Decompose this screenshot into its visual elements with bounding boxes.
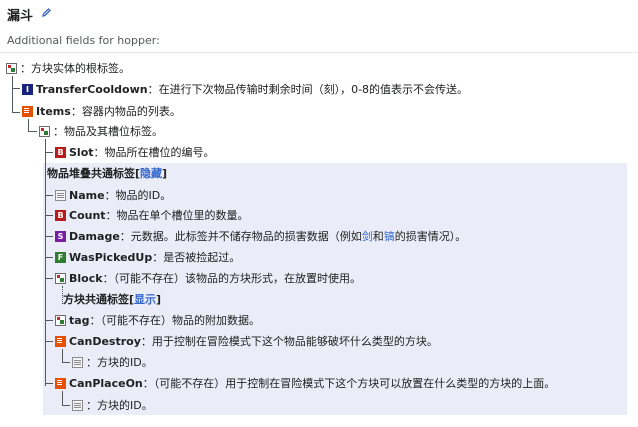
int-tag-icon: I bbox=[22, 83, 33, 95]
item-stack-common-panel bbox=[43, 163, 627, 415]
node-name: Items bbox=[36, 104, 71, 118]
tree-line bbox=[62, 391, 63, 405]
node-description: ：容器内物品的列表。 bbox=[70, 105, 181, 118]
node-name: tag bbox=[69, 313, 90, 327]
tree-line bbox=[45, 341, 53, 342]
tree-line bbox=[45, 278, 53, 279]
tree-line bbox=[45, 152, 53, 153]
node-description: ：物品的ID。 bbox=[104, 189, 172, 202]
page-title: 漏斗 bbox=[7, 9, 34, 24]
pickaxe-link[interactable]: 镐 bbox=[383, 230, 395, 243]
tree-line bbox=[28, 131, 37, 132]
list-tag-icon bbox=[55, 335, 66, 347]
tree-node-can-destroy: CanDestroy ：用于控制在冒险模式下这个物品能够破坏什么类型的方块。 bbox=[55, 333, 438, 349]
boolean-tag-icon: F bbox=[55, 251, 66, 263]
node-name: CanDestroy bbox=[69, 334, 141, 348]
tree-line bbox=[62, 286, 63, 304]
node-name: Slot bbox=[69, 145, 94, 159]
pencil-icon[interactable] bbox=[41, 7, 52, 18]
tree-line bbox=[62, 362, 70, 363]
short-tag-icon: S bbox=[55, 230, 66, 242]
tree-node-item-compound: ：物品及其槽位标签。 bbox=[39, 123, 163, 139]
node-description: ：物品在单个槽位里的数量。 bbox=[105, 209, 249, 222]
node-description: ：用于控制在冒险模式下这个物品能够破坏什么类型的方块。 bbox=[140, 335, 438, 348]
byte-tag-icon: B bbox=[55, 209, 66, 221]
tree-node-tag: tag ：（可能不存在）物品的附加数据。 bbox=[55, 312, 260, 328]
divider bbox=[0, 52, 638, 53]
tree-node-block: Block ：（可能不存在）该物品的方块形式，在放置时使用。 bbox=[55, 270, 361, 286]
node-name: Count bbox=[69, 208, 106, 222]
hide-toggle-link[interactable]: 隐藏 bbox=[140, 167, 163, 180]
compound-tag-icon bbox=[6, 62, 17, 74]
sword-link[interactable]: 剑 bbox=[361, 230, 373, 243]
tree-node-transfer-cooldown: I TransferCooldown ：在进行下次物品传输时剩余时间（刻），0-… bbox=[22, 81, 468, 97]
bracket-close: ] bbox=[156, 292, 162, 306]
tree-line bbox=[28, 119, 29, 131]
bracket-open: [ bbox=[129, 292, 135, 306]
tree-node-items: Items ：容器内物品的列表。 bbox=[22, 103, 181, 119]
node-name: TransferCooldown bbox=[36, 82, 148, 96]
node-description: ：（可能不存在）物品的附加数据。 bbox=[89, 314, 261, 327]
compound-tag-icon bbox=[55, 272, 66, 284]
bracket-close: ] bbox=[162, 166, 168, 180]
tree-line bbox=[45, 383, 53, 384]
node-description: ：（可能不存在）用于控制在冒险模式下这个方块可以放置在什么类型的方块的上面。 bbox=[142, 377, 556, 390]
tree-line bbox=[45, 139, 46, 386]
tree-node-can-place-on-entry: ：方块的ID。 bbox=[72, 397, 153, 413]
tree-line bbox=[45, 195, 53, 196]
tree-line bbox=[45, 215, 53, 216]
list-tag-icon bbox=[55, 377, 66, 389]
tree-line bbox=[45, 236, 53, 237]
node-name: WasPickedUp bbox=[69, 250, 153, 264]
section-header-label: 方块共通标签 bbox=[63, 293, 129, 306]
node-description: 的损害情况）。 bbox=[394, 230, 467, 243]
node-description: 和 bbox=[372, 230, 384, 243]
tree-line bbox=[12, 76, 13, 113]
node-description: ：方块的ID。 bbox=[86, 399, 153, 412]
tree-line bbox=[12, 112, 20, 113]
bracket-open: [ bbox=[135, 166, 141, 180]
tree-node-name: Name ：物品的ID。 bbox=[55, 187, 171, 203]
item-stack-common-header: 物品堆叠共通标签 [ 隐藏 ] bbox=[47, 165, 167, 181]
node-description: ：物品所在槽位的编号。 bbox=[93, 146, 215, 159]
node-description: ：物品及其槽位标签。 bbox=[53, 125, 163, 138]
node-name: CanPlaceOn bbox=[69, 376, 143, 390]
tree-line bbox=[45, 257, 53, 258]
tree-node-slot: B Slot ：物品所在槽位的编号。 bbox=[55, 144, 215, 160]
tree-node-damage: S Damage ：元数据。此标签并不储存物品的损害数据（例如 剑 和 镐 的损… bbox=[55, 228, 466, 244]
node-description: ：（可能不存在）该物品的方块形式，在放置时使用。 bbox=[102, 272, 362, 285]
string-tag-icon bbox=[72, 399, 83, 411]
block-common-header: 方块共通标签 [ 显示 ] bbox=[63, 291, 161, 307]
tree-line bbox=[62, 349, 63, 362]
tree-line bbox=[45, 320, 53, 321]
compound-tag-icon bbox=[55, 314, 66, 326]
node-name: Name bbox=[69, 188, 105, 202]
compound-tag-icon bbox=[39, 125, 50, 137]
node-description: ：方块实体的根标签。 bbox=[20, 62, 130, 75]
tree-node-count: B Count ：物品在单个槽位里的数量。 bbox=[55, 207, 249, 223]
node-description: ：在进行下次物品传输时剩余时间（刻），0-8的值表示不会传送。 bbox=[147, 83, 469, 96]
node-description: ：是否被捡起过。 bbox=[152, 251, 241, 264]
node-description: ：方块的ID。 bbox=[86, 356, 153, 369]
section-header-label: 物品堆叠共通标签 bbox=[47, 167, 135, 180]
string-tag-icon bbox=[72, 356, 83, 368]
node-name: Block bbox=[69, 271, 103, 285]
tree-node-can-destroy-entry: ：方块的ID。 bbox=[72, 354, 153, 370]
tree-node-was-picked-up: F WasPickedUp ：是否被捡起过。 bbox=[55, 249, 240, 265]
string-tag-icon bbox=[55, 189, 66, 201]
list-tag-icon bbox=[22, 105, 33, 117]
tree-node-root: ：方块实体的根标签。 bbox=[6, 60, 130, 76]
tree-line bbox=[12, 88, 20, 89]
tree-line bbox=[62, 405, 70, 406]
show-toggle-link[interactable]: 显示 bbox=[134, 293, 157, 306]
section-subtitle: Additional fields for hopper: bbox=[7, 34, 160, 47]
node-description: ：元数据。此标签并不储存物品的损害数据（例如 bbox=[119, 230, 362, 243]
node-name: Damage bbox=[69, 229, 120, 243]
tree-node-can-place-on: CanPlaceOn ：（可能不存在）用于控制在冒险模式下这个方块可以放置在什么… bbox=[55, 375, 555, 391]
byte-tag-icon: B bbox=[55, 146, 66, 158]
